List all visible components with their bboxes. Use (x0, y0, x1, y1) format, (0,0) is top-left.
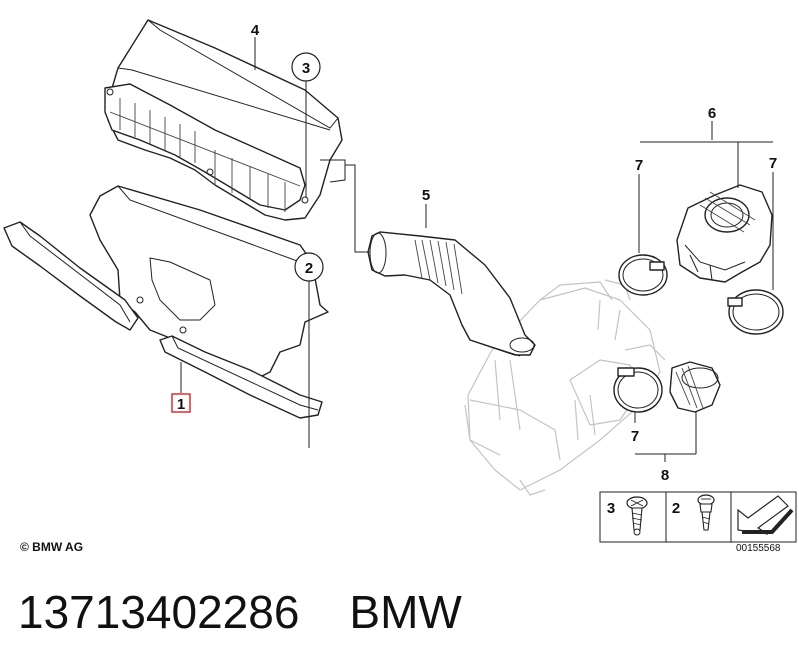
callout-4-label: 4 (251, 22, 260, 39)
callout-7-upper-left: 7 (635, 157, 643, 174)
footer-part-number-line: 13713402286 BMW (18, 585, 462, 639)
callout-5: 5 (422, 187, 430, 204)
callout-8: 8 (661, 467, 669, 484)
brand-name: BMW (349, 586, 462, 638)
part-5-intake-hose[interactable] (367, 231, 536, 357)
part-6-bellows[interactable] (676, 184, 773, 283)
callout-1-highlight-box (171, 393, 191, 413)
callout-2: 2 (294, 252, 324, 282)
fastener-legend: 3 2 (599, 491, 797, 543)
screw-2-icon (697, 494, 715, 531)
callout-3: 3 (291, 52, 321, 82)
part-8-rubber-boot[interactable] (669, 361, 721, 413)
hose-clamp-upper-right[interactable] (727, 289, 784, 335)
callout-3-label: 3 (302, 60, 310, 77)
callout-5-label: 5 (422, 187, 430, 204)
arrow-pointer-icon (737, 495, 794, 535)
hose-clamp-lower[interactable] (613, 367, 663, 413)
leader-lines (180, 37, 774, 462)
hose-clamp-upper-left[interactable] (618, 254, 668, 296)
callout-8-label: 8 (661, 467, 669, 484)
callout-6: 6 (708, 105, 716, 122)
part-1-seal-strip[interactable] (3, 221, 323, 419)
part-number: 13713402286 (18, 586, 300, 638)
copyright-text: © BMW AG (20, 540, 84, 554)
screw-3-icon (626, 496, 648, 536)
legend-2-label: 2 (672, 500, 680, 517)
callout-7b-label: 7 (769, 155, 777, 172)
callout-1-label: 1 (177, 396, 185, 413)
callout-6-label: 6 (708, 105, 716, 122)
document-id: 00155568 (736, 543, 781, 554)
callout-7a-label: 7 (635, 157, 643, 174)
callout-7c-label: 7 (631, 428, 639, 445)
part-4-air-duct[interactable] (104, 19, 346, 221)
legend-3-label: 3 (607, 500, 615, 517)
callout-1: 1 (171, 393, 191, 413)
callout-4: 4 (251, 22, 260, 39)
callout-7-upper-right: 7 (769, 155, 777, 172)
callout-2-label: 2 (305, 260, 313, 277)
callout-7-lower: 7 (631, 428, 639, 445)
